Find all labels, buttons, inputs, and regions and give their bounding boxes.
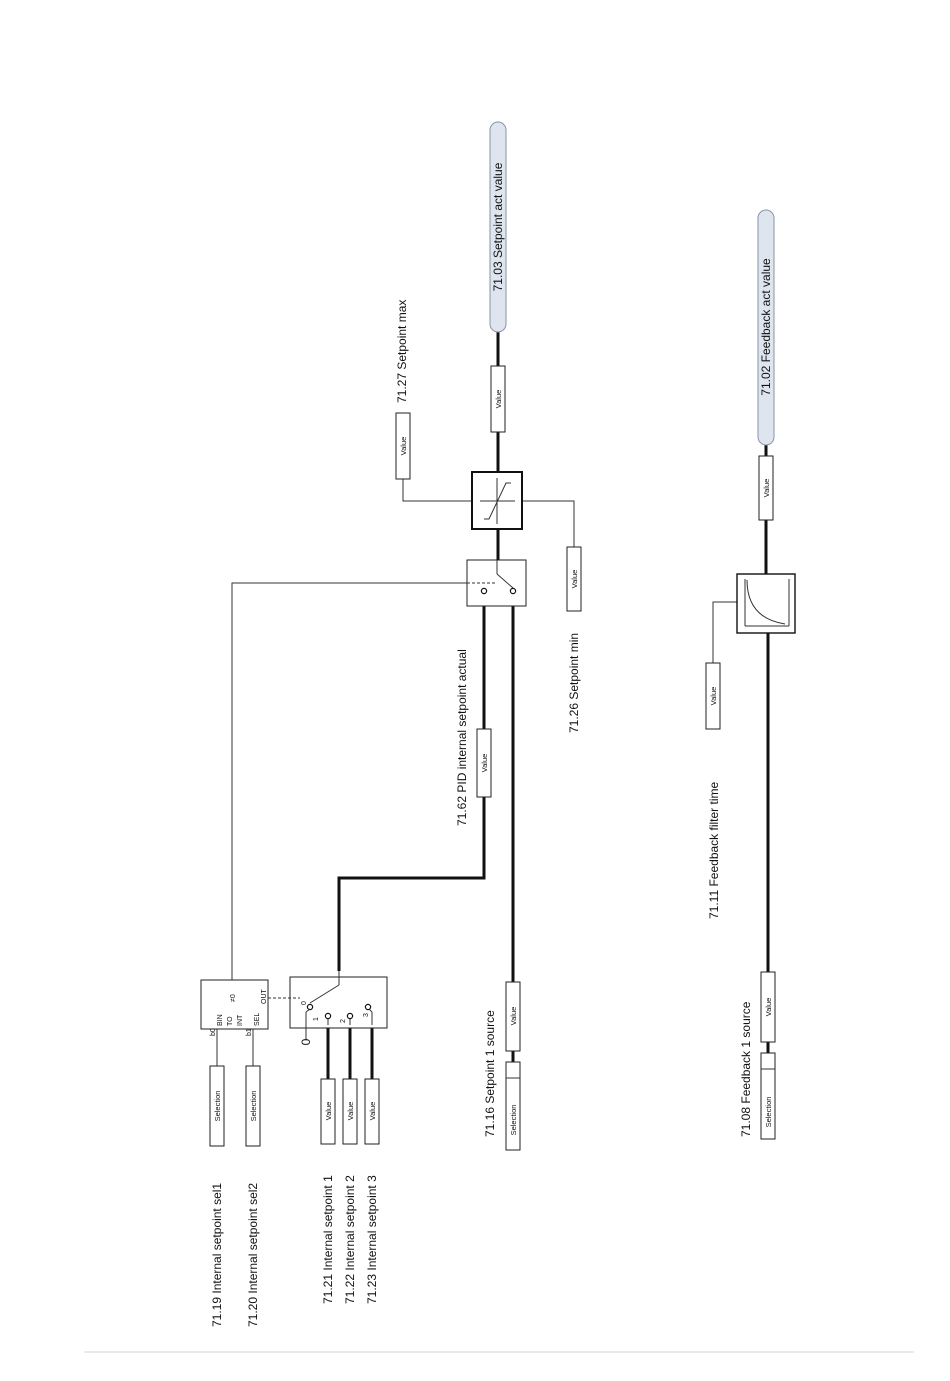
value-box-71-08-text: Value [764,998,773,1017]
value-box-71-23[interactable]: Value [364,1078,380,1145]
selector-zero-constant: 0 [299,1038,313,1045]
label-71-22: 71.22 Internal setpoint 2 [343,1175,357,1304]
value-box-71-23-text: Value [368,1102,377,1121]
selector-input-1-dot [324,1012,332,1020]
selection-box-71-20[interactable]: Selection [245,1065,261,1147]
label-71-11: 71.11 Feedback filter time [707,781,721,919]
value-box-71-16[interactable]: Value [505,981,521,1052]
value-box-71-03-text: Value [494,390,503,409]
thick-wires [326,332,770,1079]
bin-to-int-neq0: ≠0 [230,994,237,1002]
feedback-filter-block [736,573,796,634]
bin-to-int-block: b0 b1 BIN TO INT SEL ≠0 OUT [200,979,269,1036]
bin-to-int-sel: SEL [254,1013,261,1026]
value-box-71-22[interactable]: Value [342,1078,358,1145]
selector-input-3-dot [364,1003,372,1011]
label-71-03: 71.03 Setpoint act value [491,162,505,291]
value-box-71-26[interactable]: Value [566,546,582,612]
label-71-19: 71.19 Internal setpoint sel1 [210,1183,224,1327]
value-box-71-16-text: Value [509,1007,518,1026]
value-box-71-08[interactable]: Value [760,971,776,1043]
value-box-71-22-text: Value [346,1102,355,1121]
parameter-labels: 71.19 Internal setpoint sel1 71.20 Inter… [210,300,753,1327]
switch-input-internal-dot [480,587,488,595]
value-box-71-62-text: Value [480,754,489,773]
bin-to-int-out: OUT [261,989,268,1005]
selection-box-71-19-text: Selection [213,1091,222,1122]
label-71-62: 71.62 PID internal setpoint actual [455,649,469,826]
selector-label-0: 0 [301,1001,308,1005]
selection-box-71-20-text: Selection [249,1091,258,1122]
switch-input-external-dot [509,587,517,595]
value-box-71-11[interactable]: Value [705,662,721,730]
bin-to-int-bin: BIN [217,1014,224,1026]
source-switch-block [466,530,527,607]
selector-label-1: 1 [313,1017,320,1021]
selector-input-0-dot [306,1003,314,1011]
value-box-71-27-text: Value [399,437,408,456]
thin-wires [216,479,737,1066]
value-box-71-02-text: Value [762,479,771,498]
bin-to-int-b1: b1 [246,1028,253,1036]
selection-box-71-16-text: Selection [509,1105,518,1136]
selector-label-2: 2 [340,1019,347,1023]
label-71-23: 71.23 Internal setpoint 3 [365,1175,379,1304]
value-box-71-11-text: Value [709,687,718,706]
value-box-71-27[interactable]: Value [395,412,411,480]
selector-input-2-dot [346,1012,354,1020]
label-71-20: 71.20 Internal setpoint sel2 [246,1183,260,1327]
bin-to-int-b0: b0 [210,1028,217,1036]
value-box-71-21-text: Value [324,1102,333,1121]
limiter-block [471,471,523,530]
output-pill-71-03: 71.03 Setpoint act value [489,121,507,333]
value-box-71-62[interactable]: Value [476,728,492,798]
label-71-16: 71.16 Setpoint 1 source [483,1010,497,1137]
label-71-21: 71.21 Internal setpoint 1 [321,1175,335,1304]
selection-box-71-08-text: Selection [764,1097,773,1128]
selector-label-3: 3 [363,1013,370,1017]
label-71-27: 71.27 Setpoint max [395,300,409,403]
label-71-26: 71.26 Setpoint min [567,633,581,733]
value-box-71-26-text: Value [570,570,579,589]
label-71-02: 71.02 Feedback act value [759,258,773,396]
value-box-71-02[interactable]: Value [758,455,774,521]
selection-box-71-08[interactable]: Selection [760,1052,776,1140]
value-box-71-03[interactable]: Value [490,365,506,433]
selection-box-71-16[interactable]: Selection [505,1061,521,1151]
bin-to-int-to: TO [227,1016,234,1026]
label-71-08: 71.08 Feedback 1 source [739,1001,753,1137]
output-pill-71-02: 71.02 Feedback act value [757,209,775,446]
value-box-71-21[interactable]: Value [320,1078,336,1145]
setpoint-selector-block: 0 1 2 3 0 [268,971,388,1045]
bin-to-int-int: INT [237,1014,244,1026]
selection-box-71-19[interactable]: Selection [209,1065,225,1147]
